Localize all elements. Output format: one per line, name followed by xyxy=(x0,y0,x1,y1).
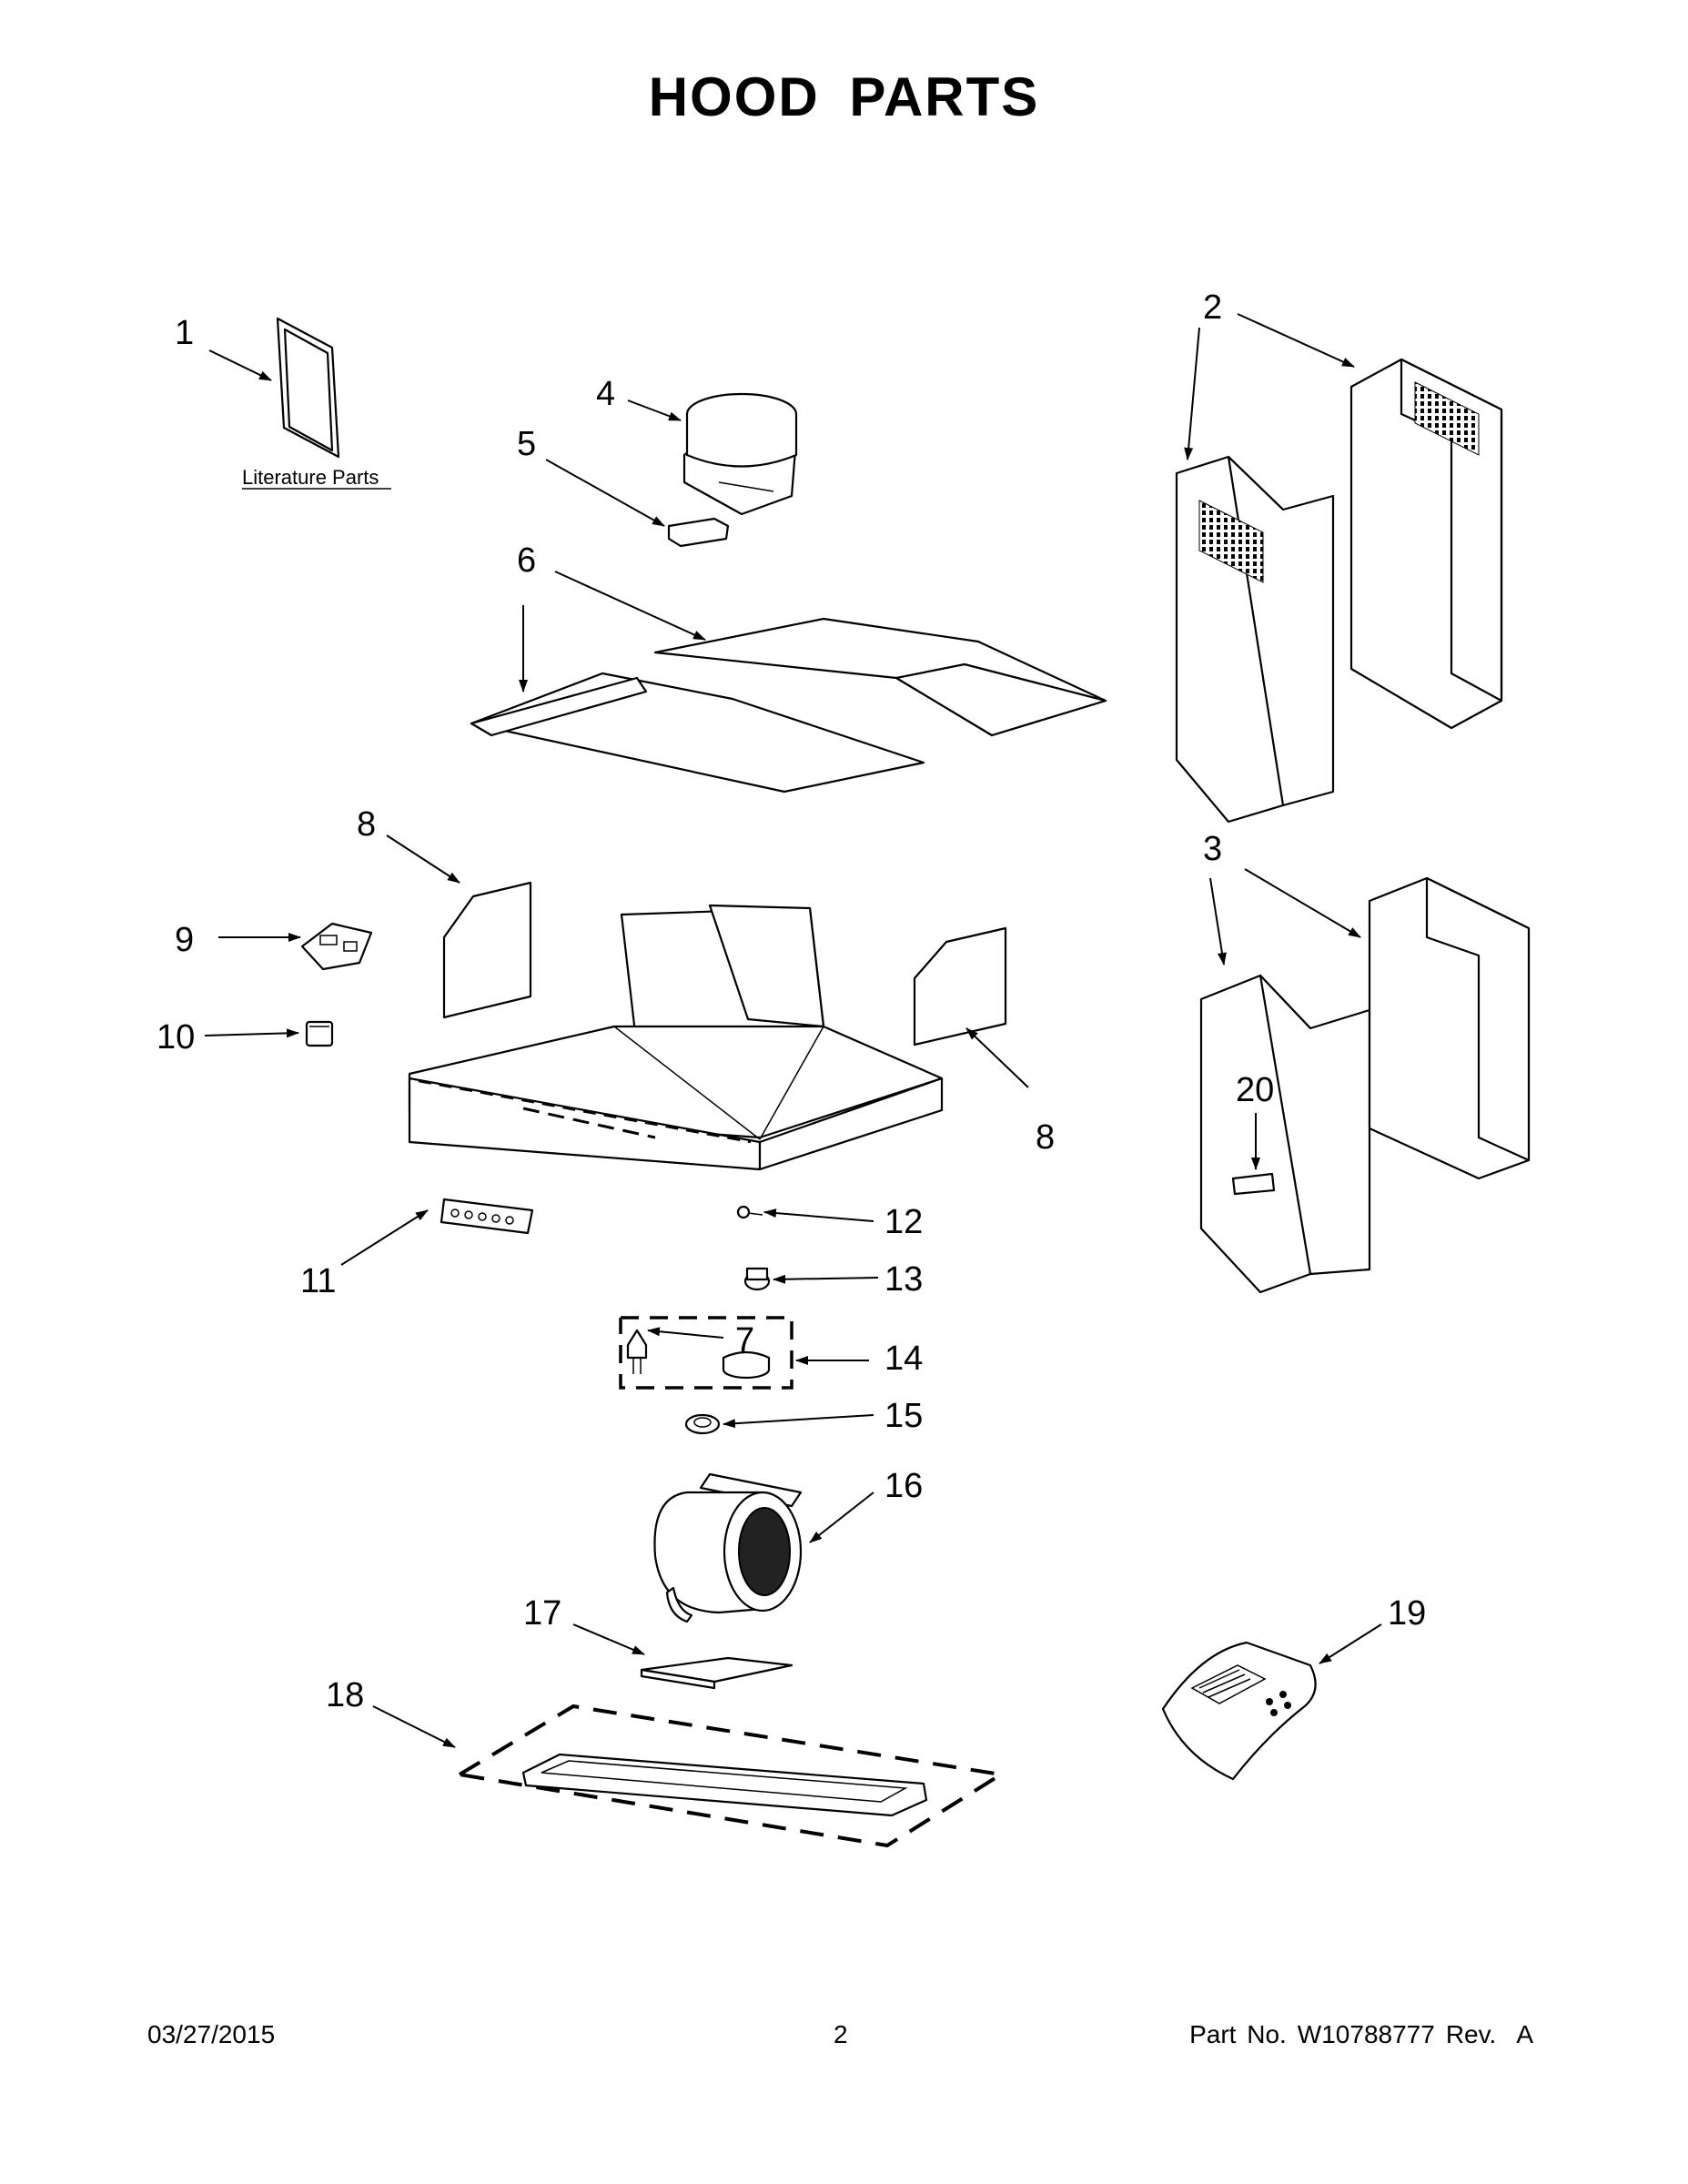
callout-14: 14 xyxy=(884,1340,923,1378)
part-9-control-board xyxy=(300,922,373,971)
literature-label: Literature Parts xyxy=(242,466,379,489)
callout-10: 10 xyxy=(157,1018,195,1057)
callout-17: 17 xyxy=(523,1594,561,1633)
part-6-glass-canopy xyxy=(470,617,1107,794)
footer-revision: Rev. A xyxy=(1445,2020,1533,2048)
part-8-side-panels xyxy=(442,881,1007,1046)
callout-20: 20 xyxy=(1236,1071,1274,1109)
part-19-hardware-bag xyxy=(1161,1641,1317,1781)
callout-numbers: 1 2 3 4 5 6 7 8 8 9 10 11 12 13 14 15 16… xyxy=(157,288,1426,1714)
page-title: HOOD PARTS xyxy=(648,66,1040,127)
callout-7: 7 xyxy=(735,1321,754,1360)
footer-date: 03/27/2015 xyxy=(147,2020,276,2048)
callout-15: 15 xyxy=(884,1397,923,1435)
callout-3: 3 xyxy=(1203,830,1222,868)
callout-2: 2 xyxy=(1203,288,1222,327)
callout-9: 9 xyxy=(175,921,194,959)
part-14-light-assembly xyxy=(619,1316,793,1390)
footer-part-label: Part No. xyxy=(1189,2020,1287,2048)
part-15-trim-ring xyxy=(684,1413,721,1435)
callout-19: 19 xyxy=(1388,1594,1426,1633)
callout-1: 1 xyxy=(175,314,194,352)
part-10-switch xyxy=(305,1020,334,1047)
part-12-screw xyxy=(736,1205,763,1219)
callout-11: 11 xyxy=(300,1262,336,1300)
part-7-bulb xyxy=(626,1329,648,1374)
callout-18: 18 xyxy=(326,1676,364,1714)
footer-part-number: Part No. W10788777 Rev. A xyxy=(1178,2020,1533,2049)
part-5-block xyxy=(667,517,730,548)
part-2-upper-chimney xyxy=(1175,358,1503,824)
callout-8-left: 8 xyxy=(357,805,376,844)
callout-4: 4 xyxy=(596,375,615,413)
part-11-control-panel xyxy=(440,1198,534,1235)
part-17-filter xyxy=(640,1656,793,1690)
leader-lines xyxy=(204,313,1382,1748)
callout-6: 6 xyxy=(517,541,536,580)
callout-8-right: 8 xyxy=(1036,1118,1055,1157)
part-13-socket xyxy=(743,1267,771,1291)
callout-13: 13 xyxy=(884,1260,923,1299)
footer-page-number: 2 xyxy=(834,2020,848,2048)
part-16-blower xyxy=(653,1472,803,1623)
part-1-literature: Literature Parts xyxy=(242,317,391,490)
callout-5: 5 xyxy=(517,425,536,463)
part-4-damper xyxy=(682,392,798,516)
footer-part-value: W10788777 xyxy=(1297,2020,1435,2048)
hood-body xyxy=(408,904,944,1171)
callout-12: 12 xyxy=(884,1203,923,1241)
callout-16: 16 xyxy=(884,1467,923,1505)
part-18-bottom-frame xyxy=(458,1704,1006,1848)
